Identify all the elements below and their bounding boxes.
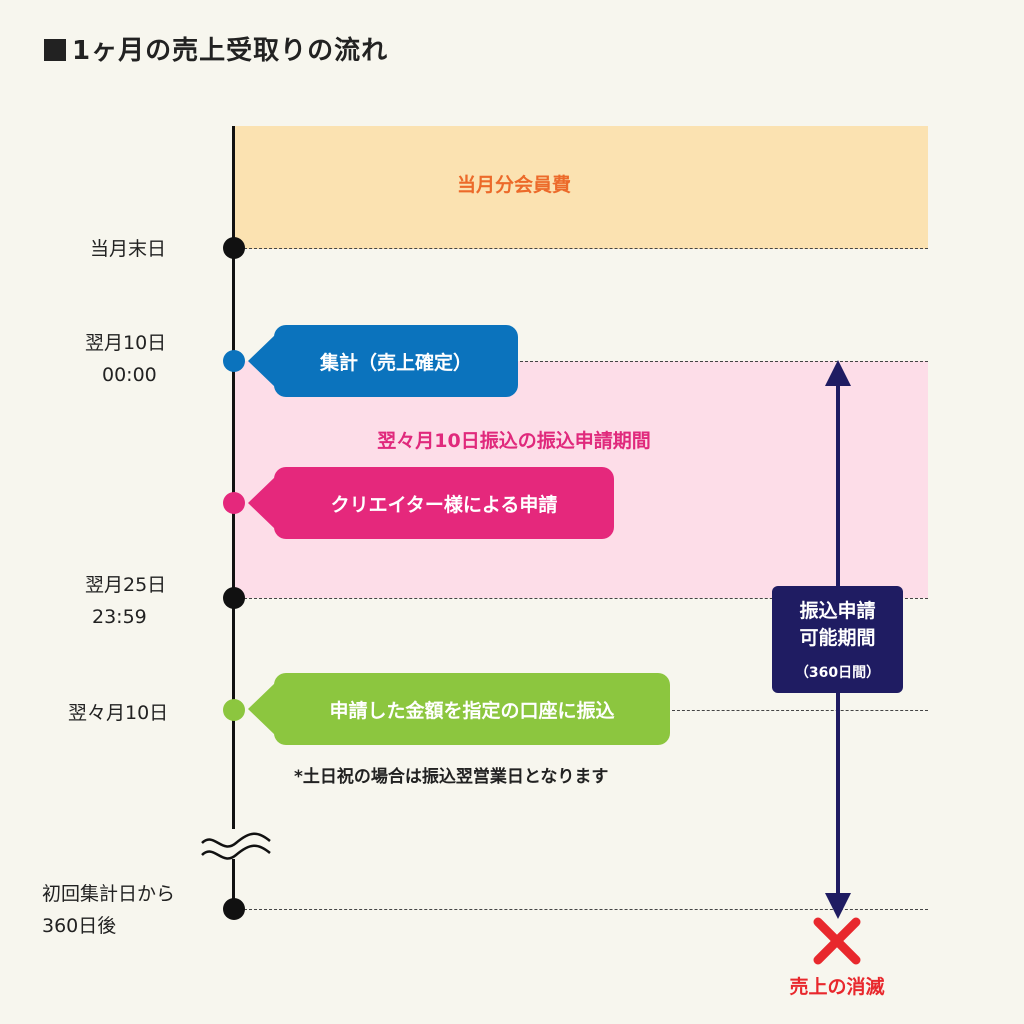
timeline-axis [232, 126, 235, 911]
period-days: （360日間） [794, 665, 881, 681]
tally-callout: 集計（売上確定） [248, 325, 518, 397]
transfer-callout: 申請した金額を指定の口座に振込 [248, 673, 670, 745]
period-line2: 可能期間 [799, 627, 876, 649]
next25-time-label: 23:59 [92, 606, 147, 628]
sales-expiry-label: 売上の消滅 [789, 976, 885, 998]
after360-dot [223, 898, 245, 920]
period-line1: 振込申請 [799, 600, 876, 622]
next10-date-label: 翌月10日 [85, 332, 167, 354]
cross-icon [813, 917, 861, 965]
dashed-line-month-end [244, 248, 928, 249]
dashed-line-two-months-10 [672, 710, 928, 711]
after360-label-line2: 360日後 [42, 915, 117, 937]
month-end-label: 当月末日 [90, 238, 167, 260]
current-month-fee-label: 当月分会員費 [456, 174, 571, 196]
timeline-break-icon [201, 829, 271, 860]
dashed-line-next25 [244, 598, 928, 599]
arrow-down-icon [825, 893, 851, 919]
month-end-dot [223, 237, 245, 259]
page-title-text: 1ヶ月の売上受取りの流れ [72, 36, 389, 66]
square-bullet-icon [44, 39, 66, 61]
application-callout-text: クリエイター様による申請 [330, 493, 558, 516]
application-callout: クリエイター様による申請 [248, 467, 614, 539]
next25-dot [223, 587, 245, 609]
next25-date-label: 翌月25日 [85, 574, 167, 596]
holiday-note: *土日祝の場合は振込翌営業日となります [294, 767, 609, 787]
next10-time-label: 00:00 [102, 364, 157, 386]
tally-callout-text: 集計（売上確定） [319, 351, 472, 374]
current-month-band [234, 126, 928, 249]
application-dot [223, 492, 245, 514]
dashed-line-next10 [520, 361, 928, 362]
arrow-up-icon [825, 360, 851, 386]
two-months-10-label: 翌々月10日 [68, 702, 169, 724]
after360-label-line1: 初回集計日から [42, 883, 176, 905]
application-possible-period-box: 振込申請 可能期間 （360日間） [772, 586, 903, 693]
dashed-line-after360 [244, 909, 928, 910]
tally-dot [223, 350, 245, 372]
application-period-label: 翌々月10日振込の振込申請期間 [377, 430, 651, 452]
transfer-callout-text: 申請した金額を指定の口座に振込 [329, 699, 615, 722]
transfer-dot [223, 699, 245, 721]
page-title: 1ヶ月の売上受取りの流れ [44, 30, 388, 67]
